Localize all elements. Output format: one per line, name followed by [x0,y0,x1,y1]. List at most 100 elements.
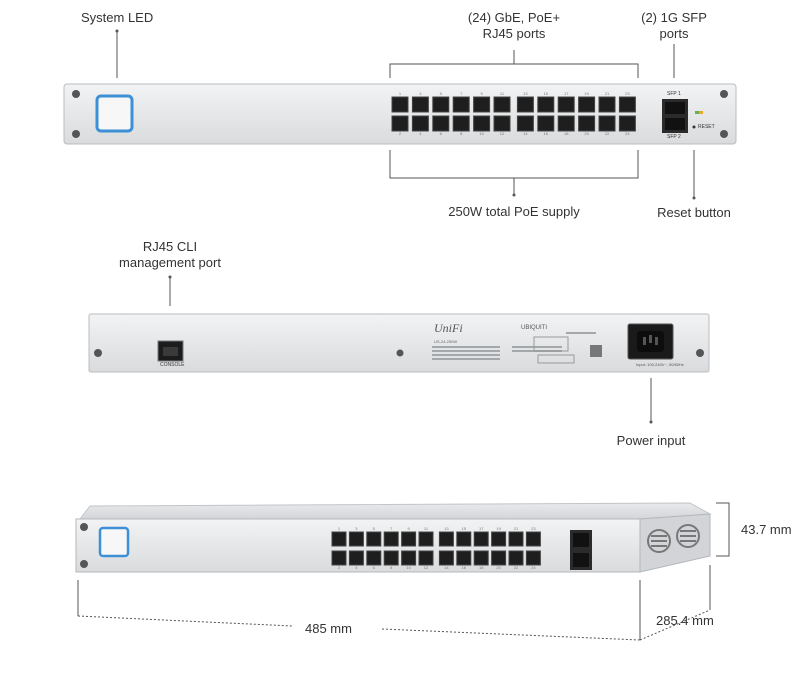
label-rj45-ports-line2: RJ45 ports [482,26,546,41]
rj45-port [508,550,524,566]
port-number: 23 [531,526,536,531]
port-number: 10 [479,131,484,136]
port-number: 11 [424,526,429,531]
port-number: 11 [500,91,505,96]
port-number: 24 [625,131,630,136]
sfp-port-2 [665,118,685,130]
port-number: 20 [584,131,589,136]
port-number: 5 [440,91,443,96]
port-number: 24 [531,565,536,570]
rj45-port [452,96,470,113]
port-number: 13 [444,526,449,531]
rj45-port [411,96,429,113]
port-number: 14 [523,131,528,136]
port-number: 13 [523,91,528,96]
rj45-port [438,550,454,566]
front-right-ear-hole-top [720,90,728,98]
port-number: 16 [462,565,467,570]
rj45-port [578,96,596,113]
rj45-port [618,115,636,132]
rj45-port [401,550,417,566]
port-number: 8 [460,131,463,136]
port-number: 10 [406,565,411,570]
rj45-port [366,550,382,566]
rj45-port [491,531,507,547]
rj45-port [432,115,450,132]
port-number: 14 [444,565,449,570]
rj45-port [401,531,417,547]
rj45-port [452,115,470,132]
rj45-port [391,96,409,113]
label-poe-supply: 250W total PoE supply [448,204,580,219]
model-text: US-24-250W [434,339,458,344]
port-number: 19 [584,91,589,96]
front-right-ear-hole-bottom [720,130,728,138]
port-number: 6 [440,131,443,136]
rj45-port [473,96,491,113]
port-number: 17 [479,526,484,531]
label-console-line2: management port [119,255,221,270]
port-number: 6 [373,565,376,570]
label-height: 43.7 mm [741,522,792,537]
rj45-port [331,550,347,566]
rj45-port [578,115,596,132]
sfp-2-label: SFP 2 [667,134,681,140]
port-number: 2 [399,131,402,136]
port-number: 1 [399,91,402,96]
port-number: 17 [564,91,569,96]
rj45-port [473,550,489,566]
port-number: 23 [625,91,630,96]
label-reset-button: Reset button [657,205,731,220]
port-number: 21 [514,526,519,531]
reset-text: RESET [698,124,715,130]
rj45-port [618,96,636,113]
rj45-port [598,115,616,132]
port-number: 19 [496,526,501,531]
port-number: 12 [424,565,429,570]
label-rj45-ports-line1: (24) GbE, PoE+ [467,10,561,25]
port-number: 22 [605,131,610,136]
port-number: 18 [479,565,484,570]
rj45-port [557,115,575,132]
port-number: 9 [480,91,483,96]
rj45-port [508,531,524,547]
rj45-port [411,115,429,132]
power-rating-text: Input: 100-240V~, 50/60Hz [636,362,684,367]
rj45-port [418,531,434,547]
port-number: 5 [373,526,376,531]
rj45-port [391,115,409,132]
back-panel [88,313,710,373]
rj45-port [491,550,507,566]
system-led-button-perspective [98,526,130,558]
brand-logo: UniFi [434,321,463,335]
label-depth: 285.4 mm [656,613,714,628]
front-left-ear-hole-top [72,90,80,98]
rj45-port [557,96,575,113]
rj45-port [537,96,555,113]
port-number: 7 [390,526,393,531]
rj45-port [456,531,472,547]
front-annotation-lines [116,31,695,198]
rj45-port [537,115,555,132]
rj45-port [331,531,347,547]
dimension-lines [77,502,730,641]
rj45-port [438,531,454,547]
port-number: 15 [544,91,549,96]
rj45-port [383,531,399,547]
rj45-port [456,550,472,566]
rj45-port [598,96,616,113]
port-number: 2 [338,565,341,570]
label-sfp-ports-line1: (2) 1G SFP [641,10,707,25]
port-number: 4 [419,131,422,136]
console-port-text: CONSOLE [160,362,185,368]
label-power-input: Power input [616,433,686,448]
rj45-port [493,115,511,132]
label-sfp-ports-line2: ports [659,26,689,41]
label-system-led: System LED [81,10,154,25]
side-vents [647,524,700,553]
